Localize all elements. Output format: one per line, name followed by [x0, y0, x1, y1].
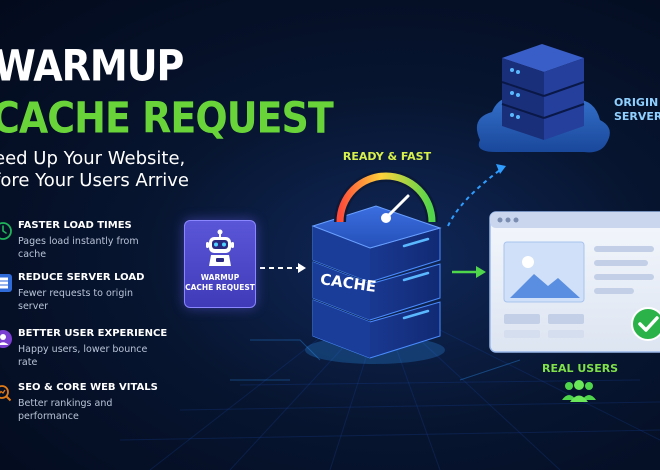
gauge-label: READY & FAST: [342, 150, 432, 163]
origin-server: [476, 44, 610, 153]
warmup-request-card: WARMUP CACHE REQUEST: [184, 220, 256, 308]
benefit-title: BETTER USER EXPERIENCE: [18, 328, 168, 339]
benefit-text: Pages load instantly from cache: [18, 236, 139, 260]
origin-server-label-line1: ORIGIN: [614, 96, 659, 109]
clock-icon: [0, 222, 12, 240]
benefit-title: REDUCE SERVER LOAD: [18, 272, 145, 283]
origin-server-label-line2: SERVER: [614, 110, 660, 123]
browser-window: [489, 211, 660, 353]
warmup-request-label-line2: CACHE REQUEST: [185, 283, 255, 292]
check-icon: [631, 307, 660, 341]
warmup-request-label: WARMUP CACHE REQUEST: [185, 273, 255, 293]
speed-gauge-icon: [334, 170, 438, 223]
warmup-request-label-line1: WARMUP: [200, 273, 240, 282]
origin-server-label: ORIGIN SERVER: [614, 96, 660, 124]
subtitle-line2: fore Your Users Arrive: [0, 170, 189, 191]
benefit-text: Happy users, lower bounce rate: [18, 344, 148, 368]
server-icon: [0, 274, 12, 292]
benefit-text: Fewer requests to origin server: [18, 288, 134, 312]
subtitle-line1: eed Up Your Website,: [0, 148, 186, 169]
arrow-to-origin: [447, 164, 506, 227]
robot-icon: [206, 229, 234, 266]
search-chart-icon: [0, 384, 12, 402]
benefit-title: SEO & CORE WEB VITALS: [18, 382, 158, 393]
benefit-title: FASTER LOAD TIMES: [18, 220, 132, 231]
users-group-icon: [562, 380, 596, 402]
benefit-text: Better rankings and performance: [18, 398, 113, 422]
page-title-line2: CACHE REQUEST: [0, 93, 334, 143]
subtitle: eed Up Your Website, fore Your Users Arr…: [0, 148, 189, 192]
real-users-label: REAL USERS: [542, 362, 619, 375]
user-icon: [0, 330, 12, 348]
arrow-to-browser: [452, 266, 486, 278]
page-title-line1: WARMUP: [0, 41, 184, 91]
arrow-to-cache: [260, 263, 306, 273]
